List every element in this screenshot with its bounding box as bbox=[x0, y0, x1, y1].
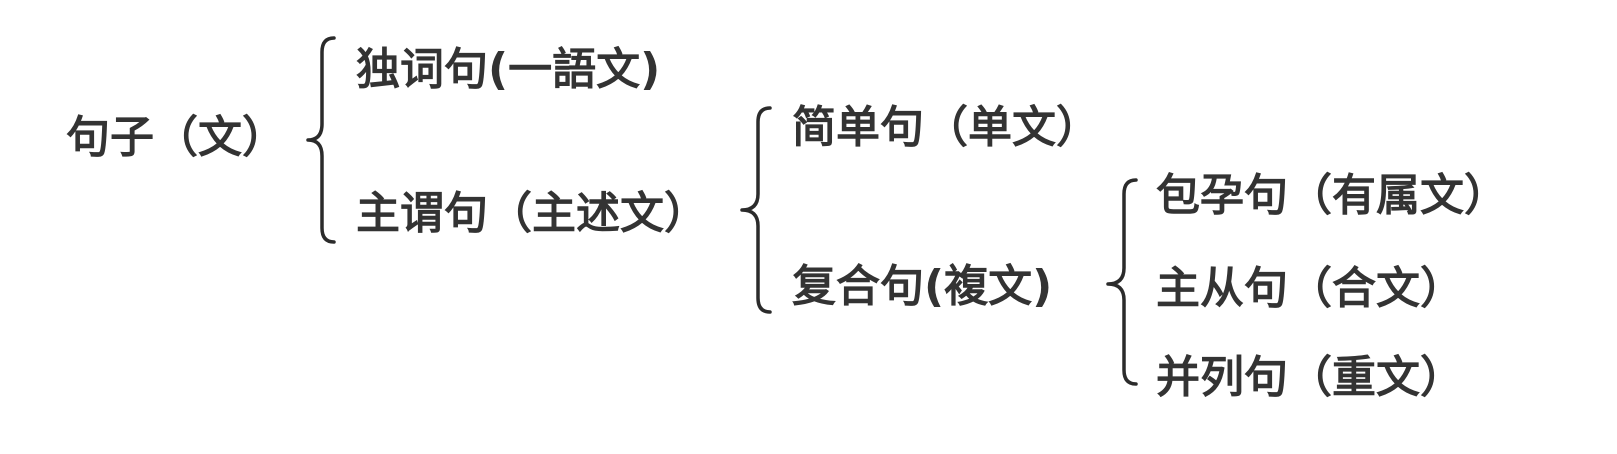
node-root-sentence: 句子（文） bbox=[66, 112, 286, 163]
node-subordinate-sentence: 主从句（合文） bbox=[1156, 263, 1464, 314]
node-embedded-sentence: 包孕句（有属文） bbox=[1156, 170, 1508, 221]
node-coordinate-sentence: 并列句（重文） bbox=[1156, 352, 1464, 403]
node-subject-predicate-sentence: 主谓句（主述文） bbox=[356, 188, 708, 239]
node-one-word-sentence: 独词句(一語文) bbox=[356, 44, 661, 95]
node-simple-sentence: 简单句（单文） bbox=[792, 102, 1100, 153]
brace-root bbox=[306, 36, 336, 244]
brace-compound bbox=[1106, 178, 1138, 386]
node-compound-sentence: 复合句(複文) bbox=[792, 261, 1053, 312]
brace-subject-predicate bbox=[740, 106, 772, 314]
